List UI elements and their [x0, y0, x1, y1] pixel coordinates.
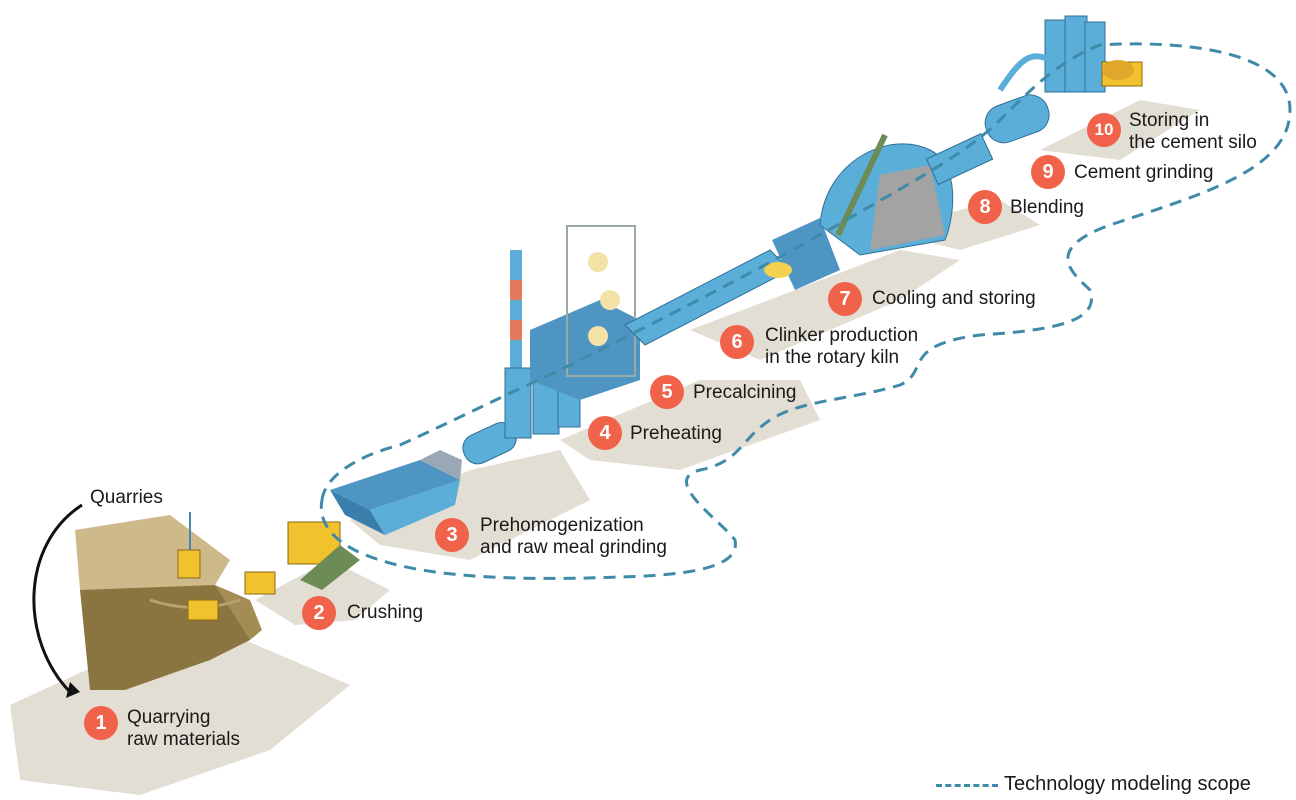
- step-2-label: Crushing: [347, 602, 423, 624]
- legend-dash-line: [936, 784, 998, 787]
- step-5-label: Precalcining: [693, 382, 797, 404]
- legend: Technology modeling scope: [936, 772, 1292, 798]
- step-5-badge: 5: [650, 375, 684, 409]
- preheater-tower: [505, 226, 640, 438]
- step-7-badge: 7: [828, 282, 862, 316]
- step-3-badge: 3: [435, 518, 469, 552]
- step-1-badge: 1: [84, 706, 118, 740]
- cement-silo: [1000, 16, 1105, 92]
- legend-label: Technology modeling scope: [1004, 773, 1251, 796]
- step-8-label: Blending: [1010, 197, 1084, 219]
- step-6-badge: 6: [720, 325, 754, 359]
- quarries-label: Quarries: [90, 487, 163, 509]
- clinker-dome: [820, 135, 953, 255]
- step-4-label: Preheating: [630, 423, 722, 445]
- cement-truck: [1102, 60, 1142, 86]
- step-8-badge: 8: [968, 190, 1002, 224]
- step-9-label: Cement grinding: [1074, 162, 1213, 184]
- step-2-badge: 2: [302, 596, 336, 630]
- quarries-arrow: [34, 505, 82, 692]
- step-4-badge: 4: [588, 416, 622, 450]
- step-9-badge: 9: [1031, 155, 1065, 189]
- step-7-label: Cooling and storing: [872, 288, 1036, 310]
- step-10-badge: 10: [1087, 113, 1121, 147]
